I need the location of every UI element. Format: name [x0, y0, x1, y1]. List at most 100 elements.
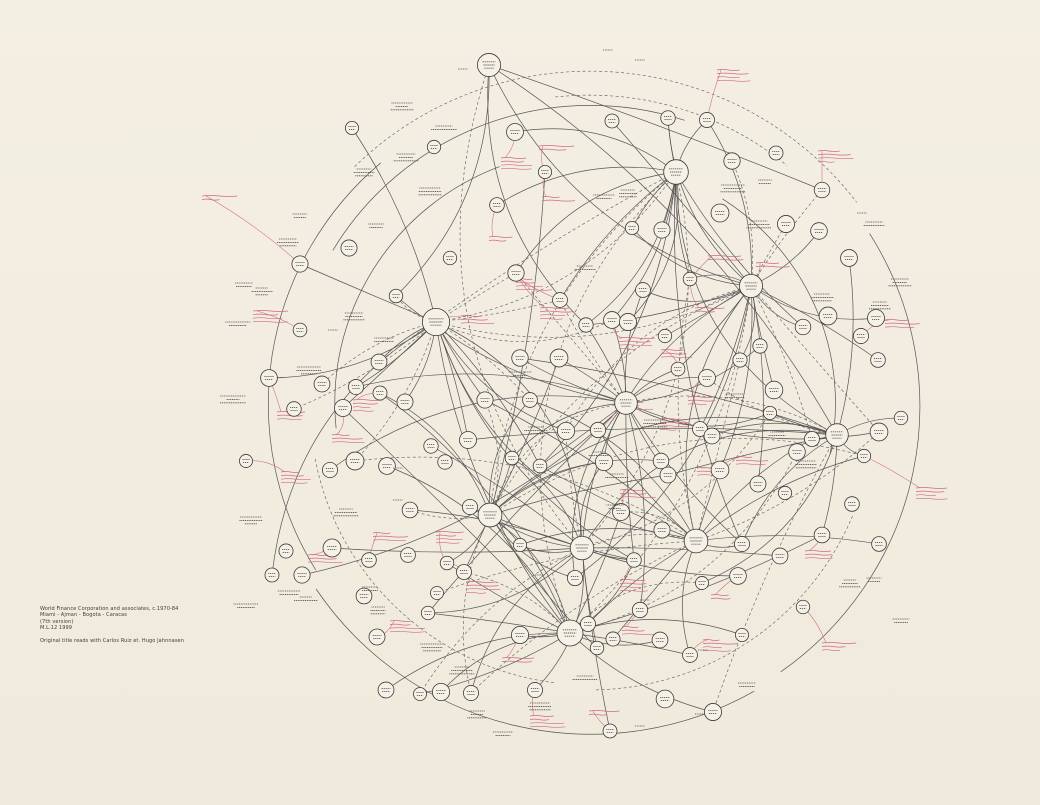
annotation-scribble [352, 399, 384, 401]
person-node [605, 631, 621, 647]
annotation-scribble [660, 356, 693, 359]
person-node [777, 215, 795, 233]
person-node [401, 501, 419, 519]
connection-line [529, 399, 697, 542]
annotation-scribble [500, 160, 524, 163]
person-node [507, 264, 525, 282]
person-node [612, 503, 630, 521]
connection-line [677, 278, 697, 542]
connection-line [750, 285, 880, 433]
annotation-scribble [252, 320, 288, 323]
connection-line [514, 128, 677, 173]
hub-arc [488, 64, 752, 287]
person-node [463, 685, 479, 701]
hub-arc [435, 321, 571, 634]
connection-line [719, 285, 753, 471]
annotation-scribble [817, 150, 840, 152]
annotation-scribble [716, 79, 751, 82]
annotation-scribble [694, 307, 725, 309]
connection-line [836, 257, 854, 436]
person-node [368, 628, 386, 646]
person-node [732, 352, 748, 368]
person-node [619, 313, 637, 331]
connection-line [321, 321, 437, 385]
connection-line [484, 399, 499, 516]
person-node [552, 292, 568, 308]
person-node [291, 255, 309, 273]
person-node [340, 239, 358, 257]
connection-line [271, 321, 437, 576]
person-node [589, 421, 607, 439]
annotation-scribble [515, 285, 544, 288]
annotation-scribble [702, 639, 720, 641]
person-node [527, 682, 543, 698]
person-node [869, 422, 889, 442]
connection-line [611, 171, 677, 321]
person-node [334, 399, 352, 417]
connection-line [470, 547, 583, 694]
person-node [818, 306, 838, 326]
annotation-scribble [619, 582, 647, 585]
annotation-scribble [687, 399, 716, 402]
hub-node [477, 502, 503, 528]
connection-line [299, 263, 437, 323]
annotation-scribble [539, 317, 563, 320]
annotation-scribble [716, 69, 740, 71]
person-node [420, 605, 436, 621]
person-node [777, 485, 793, 501]
annotation-leader [205, 195, 301, 265]
annotation-scribble [619, 496, 657, 499]
connection-line [580, 461, 605, 549]
annotation-scribble [659, 421, 690, 424]
connection-line [511, 402, 627, 459]
annotation-scribble [659, 428, 677, 431]
annotation-scribble [710, 594, 729, 596]
annotation-scribble [817, 153, 851, 156]
annotation-scribble [460, 318, 488, 321]
person-node [703, 427, 721, 445]
person-node [355, 587, 373, 605]
annotation-scribble [541, 196, 560, 198]
annotation-scribble [735, 463, 766, 466]
person-node [893, 410, 909, 426]
annotation-scribble [280, 481, 308, 484]
connection-line [488, 64, 823, 191]
person-node [456, 564, 472, 580]
connection-line [673, 171, 743, 545]
outer-arc [354, 70, 857, 203]
annotation-scribble [201, 198, 220, 201]
person-node [762, 405, 778, 421]
annotation-scribble [435, 531, 464, 533]
annotation-scribble [372, 532, 391, 534]
annotation-scribble [716, 76, 740, 79]
person-node [400, 547, 416, 563]
annotation-scribble [817, 157, 854, 160]
connection-line [675, 171, 804, 328]
person-node [653, 521, 671, 539]
annotation-scribble [707, 255, 742, 257]
person-node [532, 458, 548, 474]
person-node [489, 197, 505, 213]
person-node [278, 543, 294, 559]
caption-title: World Finance Corporation and associates… [40, 606, 179, 612]
connection-line [712, 434, 838, 713]
annotation-scribble [702, 646, 722, 649]
annotation-scribble [488, 239, 507, 242]
person-node [660, 110, 676, 126]
person-node [370, 353, 388, 371]
annotation-scribble [500, 157, 527, 159]
person-node [788, 443, 806, 461]
annotation-scribble [435, 538, 463, 541]
hub-arc [675, 171, 838, 436]
connection-line [489, 459, 662, 516]
person-node [813, 181, 831, 199]
annotation-scribble [735, 459, 769, 462]
hub-arc [435, 171, 677, 323]
annotation-scribble [201, 195, 238, 197]
annotation-scribble [352, 402, 378, 405]
connection-line [511, 457, 583, 549]
hub-arc [489, 285, 752, 516]
person-node [313, 375, 331, 393]
connection-line [631, 227, 752, 287]
connection-line [489, 474, 669, 516]
